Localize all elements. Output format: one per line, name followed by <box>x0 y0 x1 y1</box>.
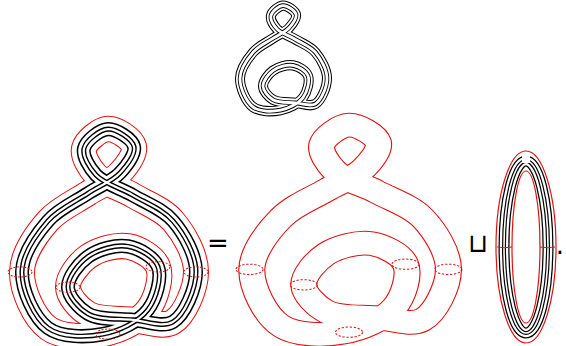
meridian <box>8 267 32 277</box>
tube-outline <box>496 151 556 343</box>
knot-tube <box>236 125 462 337</box>
knot-strand <box>240 6 327 112</box>
meridian <box>236 264 263 274</box>
annulus-tube <box>496 151 556 343</box>
meridian <box>96 329 120 339</box>
doubled-strand <box>22 129 196 336</box>
doubled-strand <box>22 129 196 336</box>
doubled-strand <box>22 129 196 336</box>
knot-strand <box>240 6 327 112</box>
meridian <box>146 262 170 272</box>
symbol-label: ⊔ <box>468 230 488 256</box>
meridian <box>56 282 80 292</box>
tube-outline <box>512 171 540 323</box>
band-gap <box>522 155 530 163</box>
symbol-label: . <box>556 232 564 258</box>
meridian <box>184 267 208 277</box>
knot-strand <box>240 6 327 112</box>
symbol-label: = <box>207 230 229 256</box>
meridian <box>335 327 362 337</box>
tube-surface <box>252 125 449 334</box>
doubled-strand <box>22 129 196 336</box>
doubled-strand <box>22 129 196 336</box>
meridian <box>392 259 419 269</box>
doubled-knot-in-tube <box>8 129 208 339</box>
doubled-strand <box>22 129 196 336</box>
meridian <box>540 247 555 249</box>
meridian <box>497 247 512 249</box>
knot-diagram <box>240 6 327 112</box>
meridian <box>435 264 462 274</box>
knot-strand <box>240 6 327 112</box>
tube-surface <box>252 125 449 334</box>
meridian <box>290 280 317 290</box>
